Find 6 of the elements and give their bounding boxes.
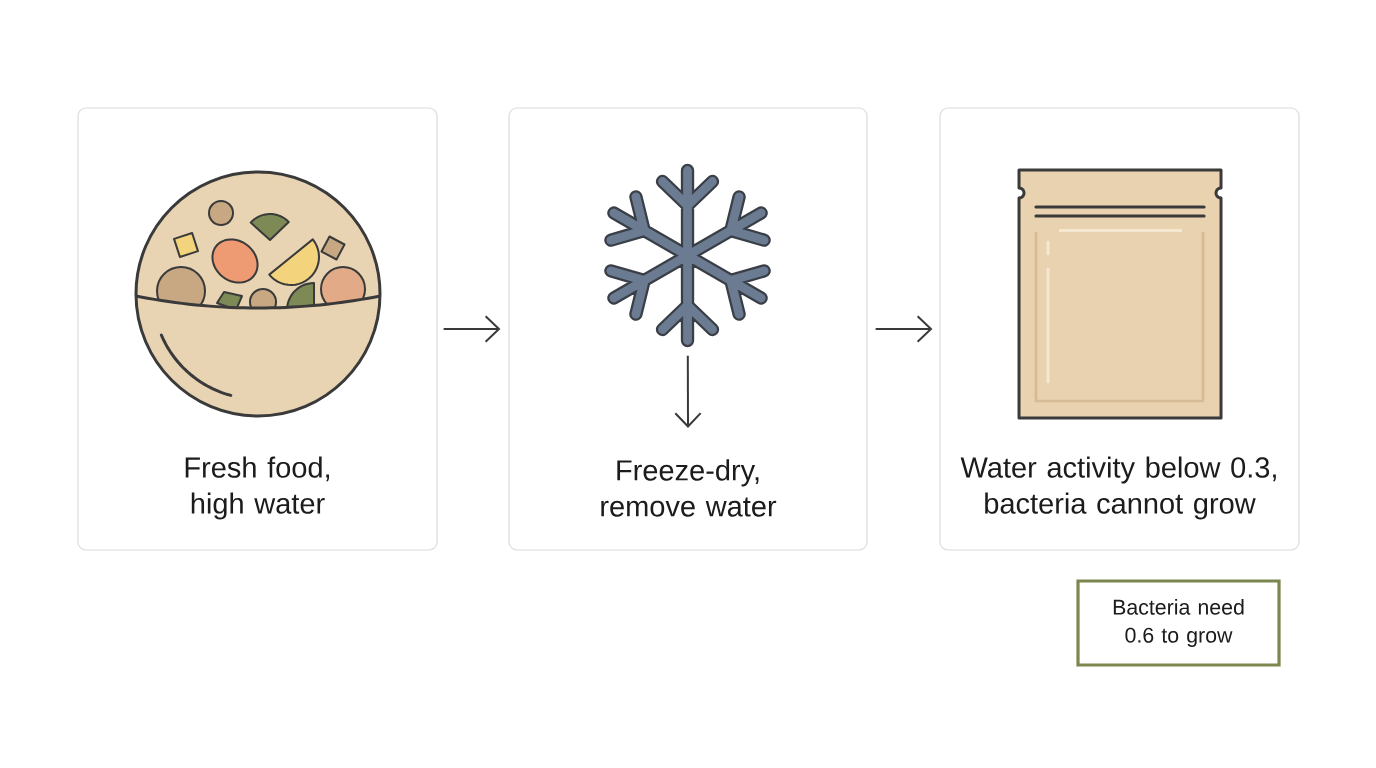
note-box: Bacteria need 0.6 to grow	[1076, 579, 1281, 667]
arrow	[674, 354, 702, 428]
arrow	[874, 315, 933, 343]
snowflake-icon	[604, 163, 771, 348]
step-card: Freeze-dry, remove water	[508, 107, 868, 551]
arrow	[442, 315, 501, 343]
